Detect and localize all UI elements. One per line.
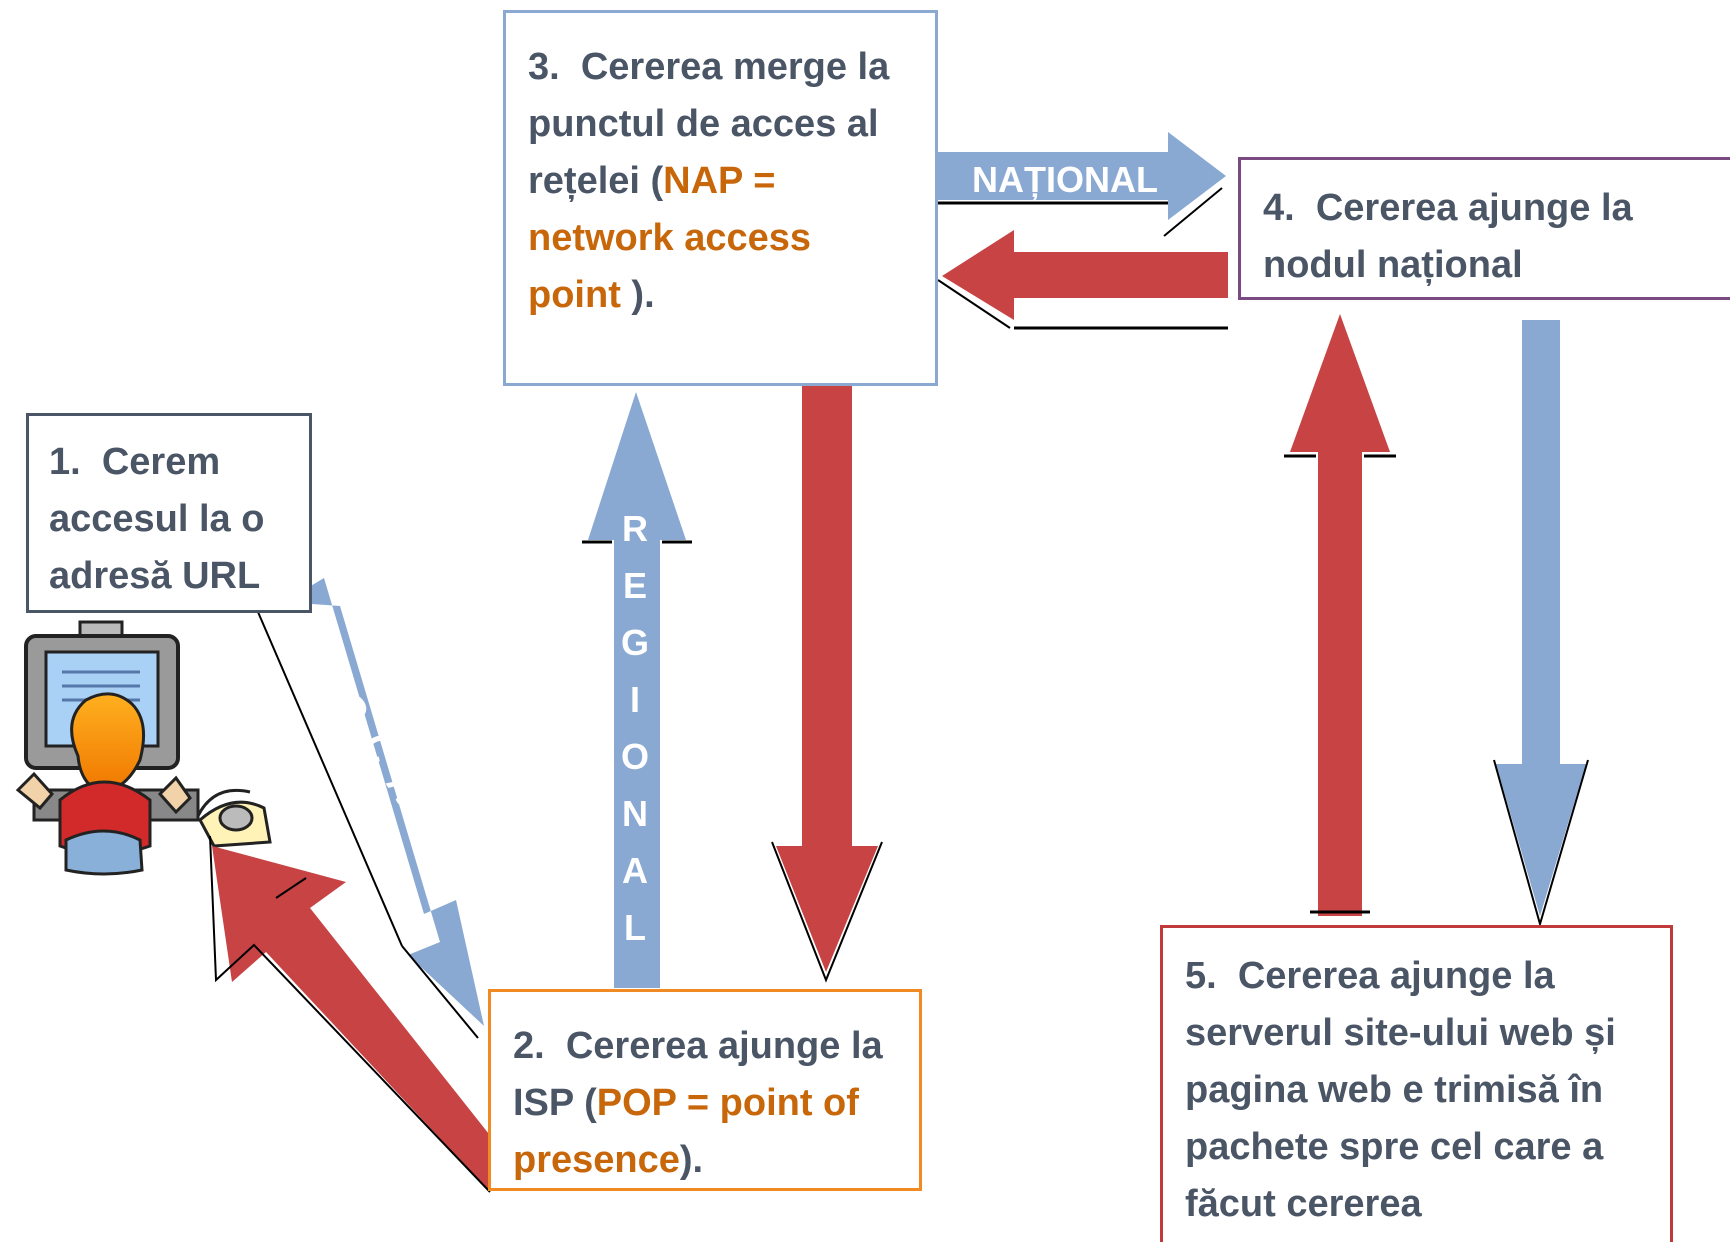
regional-label-letter: I — [629, 679, 640, 720]
step-2-highlight: POP = point of presence — [513, 1082, 859, 1181]
step-2-number: 2 — [513, 1025, 535, 1067]
step-3-text-end: ). — [620, 274, 655, 316]
step-4-box: 4. Cererea ajunge la nodul național — [1238, 157, 1730, 300]
step-4-sep: . — [1284, 187, 1295, 229]
arrow-regional — [582, 392, 692, 988]
step-5-sep: . — [1206, 955, 1217, 997]
arrow-response-national — [937, 230, 1228, 330]
regional-label-letter: R — [622, 508, 648, 549]
regional-label-letter: A — [622, 850, 648, 891]
arrow-response-server — [1284, 314, 1396, 916]
step-2-text-end: ). — [679, 1139, 704, 1181]
step-2-text: Cererea ajunge la ISP ( — [513, 1025, 883, 1124]
step-1-text: Cerem accesul la o adresă URL — [49, 441, 265, 597]
step-3-highlight: NAP = network access point — [528, 160, 812, 316]
arrow-response-regional — [771, 386, 883, 983]
regional-label-letter: E — [622, 565, 647, 606]
regional-label-letter: O — [620, 736, 649, 777]
computer-user-icon — [15, 620, 272, 876]
arrow-national-to-server — [1493, 320, 1589, 928]
step-1-sep: . — [70, 441, 81, 483]
step-3-number: 3 — [528, 46, 550, 88]
step-2-sep: . — [534, 1025, 545, 1067]
step-5-box: 5. Cererea ajunge la serverul site-ului … — [1160, 925, 1673, 1242]
national-label: NAȚIONAL — [972, 159, 1158, 200]
step-3-text: Cererea merge la punctul de acces al reț… — [528, 46, 890, 202]
regional-label-letter: N — [622, 793, 648, 834]
step-3-box: 3. Cererea merge la punctul de acces al … — [503, 10, 938, 386]
step-4-number: 4 — [1263, 187, 1285, 229]
step-5-number: 5 — [1185, 955, 1207, 997]
regional-label-letter: G — [620, 622, 649, 663]
regional-label-letter: L — [624, 907, 646, 948]
step-1-number: 1 — [49, 441, 71, 483]
arrow-national — [938, 132, 1226, 237]
step-4-text: Cererea ajunge la nodul național — [1263, 187, 1633, 286]
arrow-local — [257, 578, 484, 1039]
step-5-text: Cererea ajunge la serverul site-ului web… — [1185, 955, 1616, 1225]
step-2-box: 2. Cererea ajunge la ISP (POP = point of… — [488, 989, 922, 1191]
step-1-box: 1. Cerem accesul la o adresă URL — [26, 413, 312, 613]
step-3-sep: . — [549, 46, 560, 88]
arrow-response-local — [209, 835, 500, 1193]
